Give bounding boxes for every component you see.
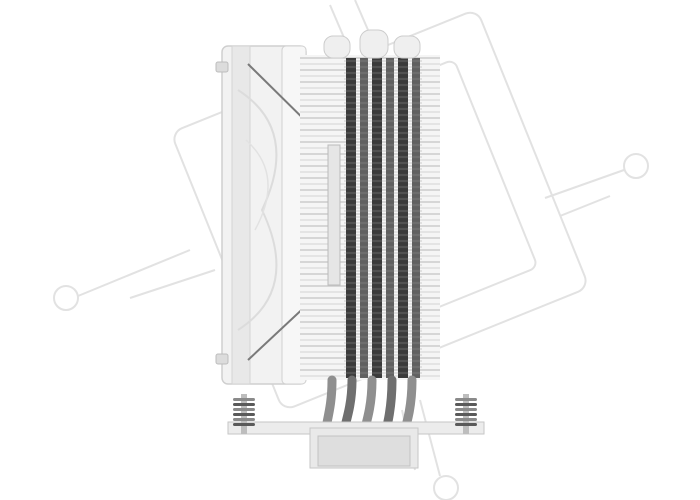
heatpipe-channel xyxy=(360,58,368,378)
watermark-node-bottom xyxy=(433,475,459,500)
heatpipe-cap-3 xyxy=(393,35,421,59)
heatpipe-columns xyxy=(344,58,422,378)
watermark-node-left xyxy=(53,285,79,311)
spring-coil xyxy=(455,408,477,411)
spring-right xyxy=(455,394,477,434)
mounting-base xyxy=(227,394,485,469)
fan-blade-outline xyxy=(237,89,278,331)
heatpipe-channel xyxy=(372,58,382,378)
fan-frame-edge xyxy=(231,45,251,385)
heatpipe-channel xyxy=(412,58,420,378)
heatpipe-channel xyxy=(346,58,356,378)
spring-coil xyxy=(233,403,255,406)
spring-coil xyxy=(233,408,255,411)
spring-coil xyxy=(455,413,477,416)
heatpipe-cap-2 xyxy=(359,29,389,59)
spring-coil xyxy=(233,418,255,421)
spring-coil xyxy=(233,398,255,401)
spring-coil xyxy=(455,423,477,426)
watermark-node-right xyxy=(623,153,649,179)
spring-left xyxy=(233,394,255,434)
heatsink xyxy=(300,29,440,380)
spring-coil xyxy=(455,398,477,401)
fan-corner-bl xyxy=(215,353,229,365)
spring-coil xyxy=(233,413,255,416)
fin-divider xyxy=(327,144,341,286)
fan-corner-tl xyxy=(215,61,229,73)
heatpipe-channel xyxy=(398,58,408,378)
heatpipe-channel xyxy=(386,58,394,378)
spring-coil xyxy=(233,423,255,426)
spring-coil xyxy=(455,403,477,406)
heatpipe-cap-1 xyxy=(323,35,351,59)
spring-coil xyxy=(455,418,477,421)
